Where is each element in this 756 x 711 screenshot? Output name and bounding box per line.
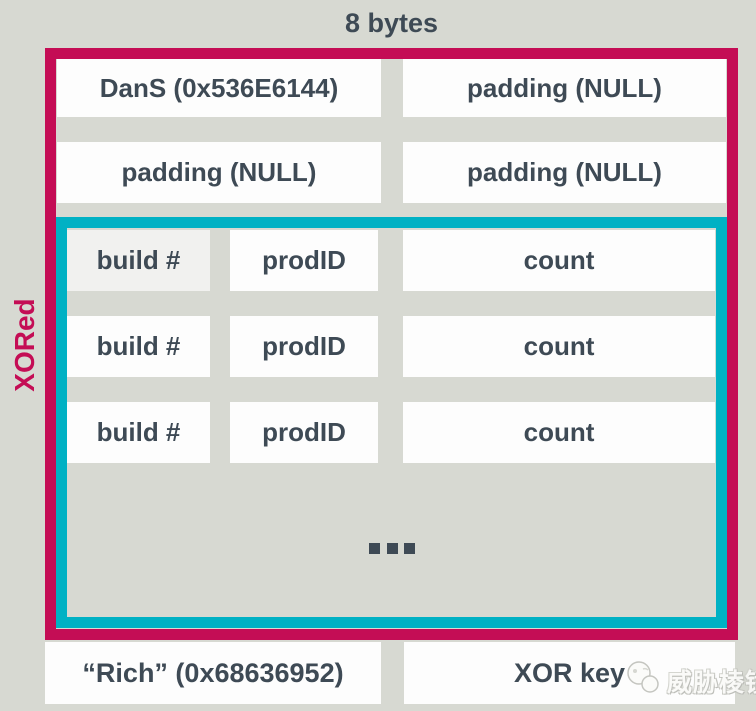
cell-xor-key: XOR key (404, 642, 735, 704)
xored-region-box (45, 48, 738, 640)
entries-region-box (56, 217, 727, 628)
cell-count: count (403, 402, 715, 463)
cell-prod-id: prodID (230, 230, 378, 291)
ellipsis-dot (404, 543, 415, 554)
cell-dans-magic: DanS (0x536E6144) (57, 59, 381, 117)
cell-count: count (403, 230, 715, 291)
xored-side-label: XORed (9, 298, 40, 392)
ellipsis-dot (386, 543, 398, 554)
cell-build-number: build # (67, 402, 210, 463)
cell-prod-id: prodID (230, 316, 378, 377)
diagram-title: 8 bytes (344, 8, 439, 38)
cell-rich-magic: “Rich” (0x68636952) (45, 642, 381, 704)
cell-padding-2: padding (NULL) (57, 142, 381, 203)
cell-build-number: build # (67, 316, 210, 377)
ellipsis-icon: … (369, 543, 415, 554)
cell-count: count (403, 316, 715, 377)
ellipsis-dot (369, 543, 380, 554)
cell-padding-1: padding (NULL) (403, 59, 726, 117)
cell-padding-3: padding (NULL) (403, 142, 726, 203)
cell-prod-id: prodID (230, 402, 378, 463)
cell-build-number: build # (67, 230, 210, 291)
